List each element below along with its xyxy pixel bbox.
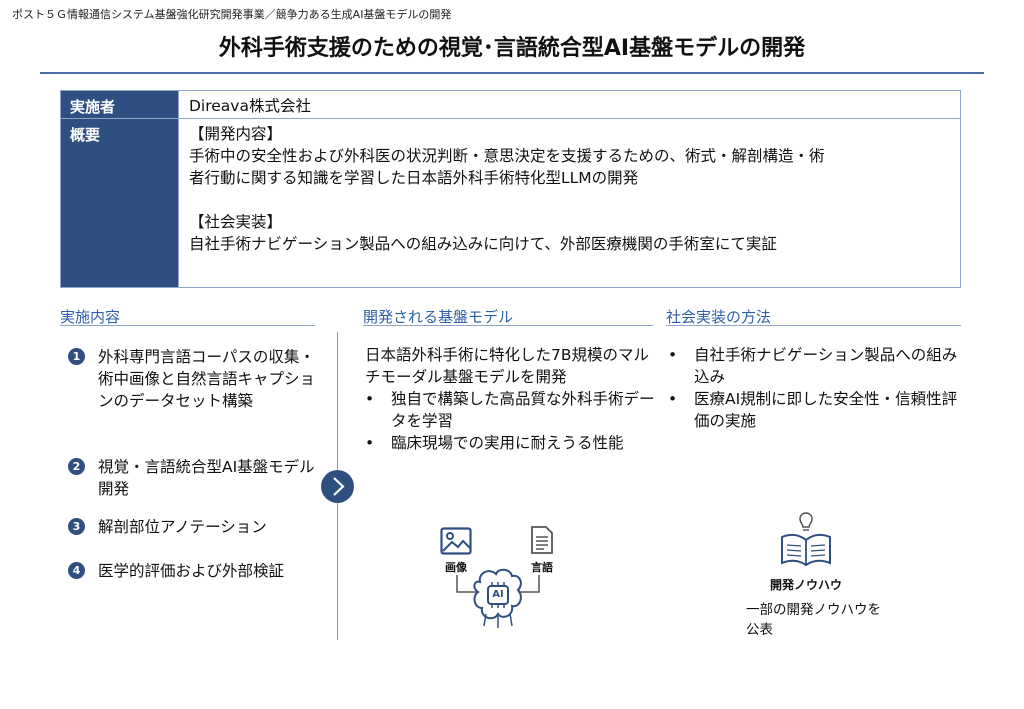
section-title-implementation: 実施内容 (60, 308, 121, 326)
social-heading: 【社会実装】 (189, 213, 283, 231)
bullet-text: 独自で構築した高品質な外科手術データを学習 (391, 390, 655, 430)
section-rule-1 (60, 325, 315, 326)
language-label: 言語 (531, 561, 553, 574)
document-icon (530, 525, 554, 559)
step-item-4: 4 医学的評価および外部検証 (68, 560, 326, 582)
model-description: 日本語外科手術に特化した7B規模のマルチモーダル基盤モデルを開発 • 独自で構築… (365, 344, 660, 454)
step-text: 外科専門言語コーパスの収集・術中画像と自然言語キャプションのデータセット構築 (98, 348, 316, 410)
overview-body: 【開発内容】 手術中の安全性および外科医の状況判断・意思決定を支援するための、術… (178, 118, 960, 287)
image-icon (440, 527, 472, 559)
model-intro: 日本語外科手術に特化した7B規模のマルチモーダル基盤モデルを開発 (365, 346, 649, 386)
ai-chip-label: AI (492, 589, 504, 600)
step-number-badge: 4 (68, 562, 85, 579)
book-lightbulb-icon (778, 505, 834, 571)
step-item-3: 3 解剖部位アノテーション (68, 516, 326, 538)
image-label: 画像 (445, 561, 467, 574)
bullet-marker: • (365, 390, 375, 408)
title-divider (40, 72, 984, 74)
step-text: 視覚・言語統合型AI基盤モデル開発 (98, 458, 315, 498)
social-list: • 自社手術ナビゲーション製品への組み込み • 医療AI規制に即した安全性・信頼… (668, 344, 958, 432)
step-number-badge: 2 (68, 458, 85, 475)
model-bullet-2: • 臨床現場での実用に耐えうる性能 (365, 432, 660, 454)
bullet-marker: • (365, 434, 375, 452)
chevron-right-icon (321, 470, 354, 503)
bullet-marker: • (668, 390, 678, 408)
implementer-value: Direava株式会社 (178, 91, 960, 118)
step-number-badge: 3 (68, 518, 85, 535)
section-title-model: 開発される基盤モデル (363, 308, 514, 326)
dev-heading: 【開発内容】 (189, 125, 283, 143)
social-bullet-2: • 医療AI規制に即した安全性・信頼性評価の実施 (668, 388, 958, 432)
bullet-text: 自社手術ナビゲーション製品への組み込み (694, 346, 958, 386)
step-text: 解剖部位アノテーション (98, 518, 267, 536)
knowhow-label: 開発ノウハウ (769, 578, 842, 592)
info-table: 実施者 Direava株式会社 概要 【開発内容】 手術中の安全性および外科医の… (60, 90, 961, 288)
knowhow-description: 一部の開発ノウハウを公表 (746, 602, 881, 638)
section-rule-3 (666, 325, 961, 326)
page-title: 外科手術支援のための視覚･言語統合型AI基盤モデルの開発 (218, 36, 806, 61)
bullet-text: 医療AI規制に即した安全性・信頼性評価の実施 (694, 390, 958, 430)
ai-brain-icon (448, 560, 548, 639)
step-text: 医学的評価および外部検証 (98, 562, 285, 580)
step-item-2: 2 視覚・言語統合型AI基盤モデル開発 (68, 456, 326, 500)
implementer-label: 実施者 (61, 91, 178, 118)
social-bullet-1: • 自社手術ナビゲーション製品への組み込み (668, 344, 958, 388)
social-line-1: 自社手術ナビゲーション製品への組み込みに向けて、外部医療機関の手術室にて実証 (189, 235, 777, 253)
section-rule-2 (363, 325, 653, 326)
bullet-text: 臨床現場での実用に耐えうる性能 (391, 434, 624, 452)
bullet-marker: • (668, 346, 678, 364)
step-item-1: 1 外科専門言語コーパスの収集・術中画像と自然言語キャプションのデータセット構築 (68, 346, 326, 412)
section-title-social: 社会実装の方法 (666, 308, 772, 326)
dev-line-2: 者行動に関する知識を学習した日本語外科手術特化型LLMの開発 (189, 169, 639, 187)
header-caption: ポスト５Ｇ情報通信システム基盤強化研究開発事業／競争力ある生成AI基盤モデルの開… (12, 8, 452, 21)
dev-line-1: 手術中の安全性および外科医の状況判断・意思決定を支援するための、術式・解剖構造・… (189, 147, 825, 165)
overview-label: 概要 (61, 118, 178, 287)
model-bullet-1: • 独自で構築した高品質な外科手術データを学習 (365, 388, 660, 432)
step-number-badge: 1 (68, 348, 85, 365)
